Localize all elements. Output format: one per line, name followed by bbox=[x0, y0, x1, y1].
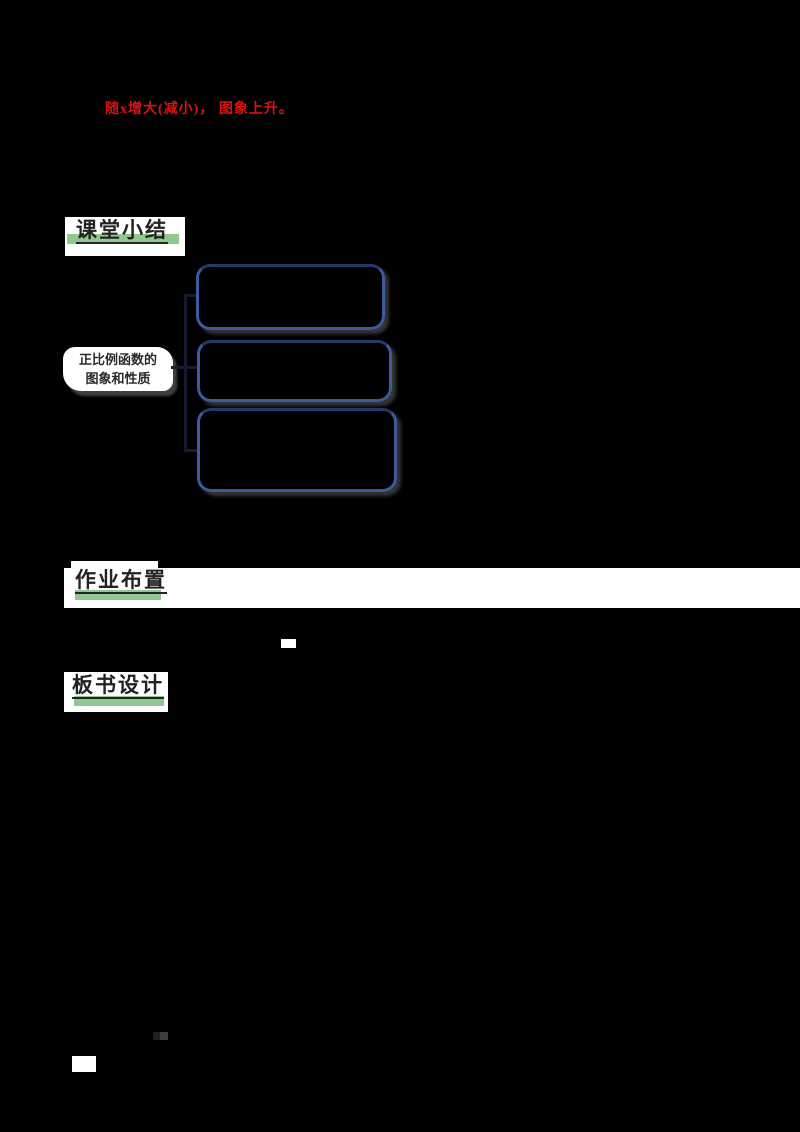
connector-stub-top bbox=[184, 294, 198, 297]
section-header-homework-band: 作业布置 bbox=[64, 568, 800, 608]
gray-fragment-square bbox=[160, 1032, 168, 1040]
connector-vertical-bracket bbox=[184, 294, 187, 452]
section-header-board: 板书设计 bbox=[64, 672, 168, 712]
section-header-summary: 课堂小结 bbox=[65, 217, 185, 256]
white-fragment-rect bbox=[72, 1056, 96, 1072]
diagram-branch-box-1 bbox=[196, 264, 385, 330]
section-title-homework: 作业布置 bbox=[75, 568, 167, 594]
diagram-root-label: 正比例函数的 图象和性质 bbox=[63, 347, 173, 391]
green-highlight-bar bbox=[75, 590, 161, 600]
connector-stub-bottom bbox=[184, 449, 198, 452]
diagram-root-label-line1: 正比例函数的 bbox=[78, 352, 157, 367]
homework-header-tab bbox=[71, 561, 158, 569]
diagram-root-label-line2: 图象和性质 bbox=[85, 371, 151, 386]
diagram-branch-box-3 bbox=[197, 408, 397, 492]
section-title-summary: 课堂小结 bbox=[76, 218, 168, 244]
gray-fragment-square-dark bbox=[153, 1032, 160, 1040]
diagram-branch-box-2 bbox=[197, 340, 392, 402]
green-highlight-bar bbox=[67, 234, 179, 244]
section-title-board: 板书设计 bbox=[72, 673, 164, 699]
white-fragment-dash bbox=[281, 639, 296, 648]
red-annotation-text: 随x增大(减小)， 图象上升。 bbox=[105, 102, 294, 117]
green-highlight-bar bbox=[74, 696, 164, 706]
